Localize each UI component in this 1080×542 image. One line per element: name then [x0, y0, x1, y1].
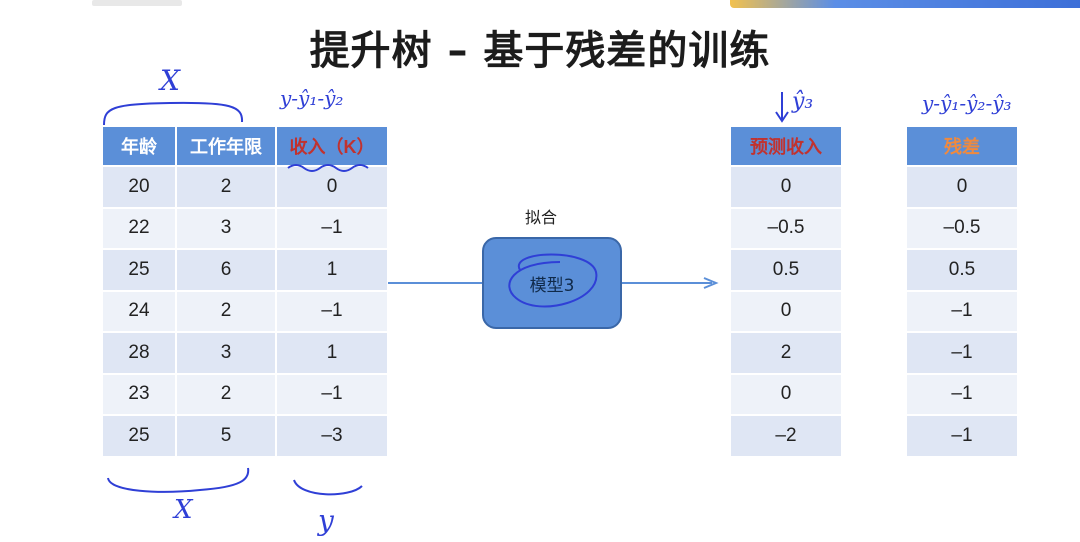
cell-residual: 0 — [907, 167, 1017, 207]
table-row: 0 — [907, 167, 1017, 207]
cell-prediction: 0 — [731, 167, 841, 207]
formula-left: y-ŷ₁-ŷ₂ — [279, 86, 343, 110]
table-row: 20 2 0 — [103, 167, 387, 207]
header-income: 收入（K） — [277, 127, 387, 165]
table-row: –0.5 — [907, 208, 1017, 248]
cell-residual: –1 — [907, 333, 1017, 373]
header-age: 年龄 — [103, 127, 175, 165]
ink-brace-top — [103, 101, 244, 126]
table-row: –1 — [907, 416, 1017, 456]
table-row: –0.5 — [731, 208, 841, 248]
cell-work-years: 2 — [177, 374, 275, 414]
cell-income: 0 — [277, 167, 387, 207]
table-row: 25 5 –3 — [103, 416, 387, 456]
cell-work-years: 6 — [177, 250, 275, 290]
cell-age: 25 — [103, 416, 175, 456]
table-row: –1 — [907, 291, 1017, 331]
cell-residual: –0.5 — [907, 208, 1017, 248]
table-row: 0 — [731, 167, 841, 207]
cell-age: 20 — [103, 167, 175, 207]
table-row: –1 — [907, 374, 1017, 414]
cell-age: 22 — [103, 208, 175, 248]
cell-age: 25 — [103, 250, 175, 290]
cell-prediction: 0 — [731, 291, 841, 331]
cell-income: –1 — [277, 208, 387, 248]
cell-work-years: 2 — [177, 291, 275, 331]
table-row: –1 — [907, 333, 1017, 373]
y-bottom-label: y — [316, 504, 335, 537]
table-row: –2 — [731, 416, 841, 456]
top-strip — [0, 0, 1080, 8]
table-row: 0 — [731, 291, 841, 331]
cell-prediction: 2 — [731, 333, 841, 373]
table-row: 28 3 1 — [103, 333, 387, 373]
cell-prediction: –0.5 — [731, 208, 841, 248]
ink-down-arrow — [775, 92, 789, 123]
input-table: 年龄 工作年限 收入（K） 20 2 0 22 3 –1 25 6 1 24 2… — [101, 125, 389, 458]
cell-work-years: 5 — [177, 416, 275, 456]
x-bottom-label: X — [172, 495, 194, 525]
residual-table: 残差 0 –0.5 0.5 –1 –1 –1 –1 — [905, 125, 1019, 458]
residual-header-row: 残差 — [907, 127, 1017, 165]
ink-brace-bottom — [107, 467, 250, 493]
cell-residual: –1 — [907, 416, 1017, 456]
cell-age: 28 — [103, 333, 175, 373]
header-predicted-income: 预测收入 — [731, 127, 841, 165]
prediction-table: 预测收入 0 –0.5 0.5 0 2 0 –2 — [729, 125, 843, 458]
model-box: 模型3 — [482, 237, 622, 329]
header-work-years: 工作年限 — [177, 127, 275, 165]
cell-income: –1 — [277, 374, 387, 414]
cell-work-years: 2 — [177, 167, 275, 207]
slide-title: 提升树 – 基于残差的训练 — [309, 28, 771, 74]
header-residual: 残差 — [907, 127, 1017, 165]
cell-income: –3 — [277, 416, 387, 456]
cell-residual: 0.5 — [907, 250, 1017, 290]
table-row: 24 2 –1 — [103, 291, 387, 331]
cell-work-years: 3 — [177, 333, 275, 373]
cell-age: 23 — [103, 374, 175, 414]
table-row: 0.5 — [907, 250, 1017, 290]
ink-brace-y — [293, 479, 363, 496]
table-row: 25 6 1 — [103, 250, 387, 290]
logo-smudge — [92, 0, 182, 6]
cell-age: 24 — [103, 291, 175, 331]
cell-prediction: –2 — [731, 416, 841, 456]
formula-pred: ŷ₃ — [791, 89, 813, 114]
cell-prediction: 0 — [731, 374, 841, 414]
cell-income: –1 — [277, 291, 387, 331]
fit-label: 拟合 — [525, 208, 558, 227]
prediction-header-row: 预测收入 — [731, 127, 841, 165]
notification-banner — [730, 0, 1080, 8]
cell-income: 1 — [277, 250, 387, 290]
cell-residual: –1 — [907, 374, 1017, 414]
table-row: 0 — [731, 374, 841, 414]
input-table-header-row: 年龄 工作年限 收入（K） — [103, 127, 387, 165]
table-row: 0.5 — [731, 250, 841, 290]
cell-work-years: 3 — [177, 208, 275, 248]
formula-right: y-ŷ₁-ŷ₂-ŷ₃ — [921, 91, 1012, 115]
cell-income: 1 — [277, 333, 387, 373]
arrow-to-predictions — [622, 277, 719, 289]
cell-residual: –1 — [907, 291, 1017, 331]
table-row: 2 — [731, 333, 841, 373]
model-label: 模型3 — [529, 275, 575, 296]
table-row: 23 2 –1 — [103, 374, 387, 414]
table-row: 22 3 –1 — [103, 208, 387, 248]
cell-prediction: 0.5 — [731, 250, 841, 290]
